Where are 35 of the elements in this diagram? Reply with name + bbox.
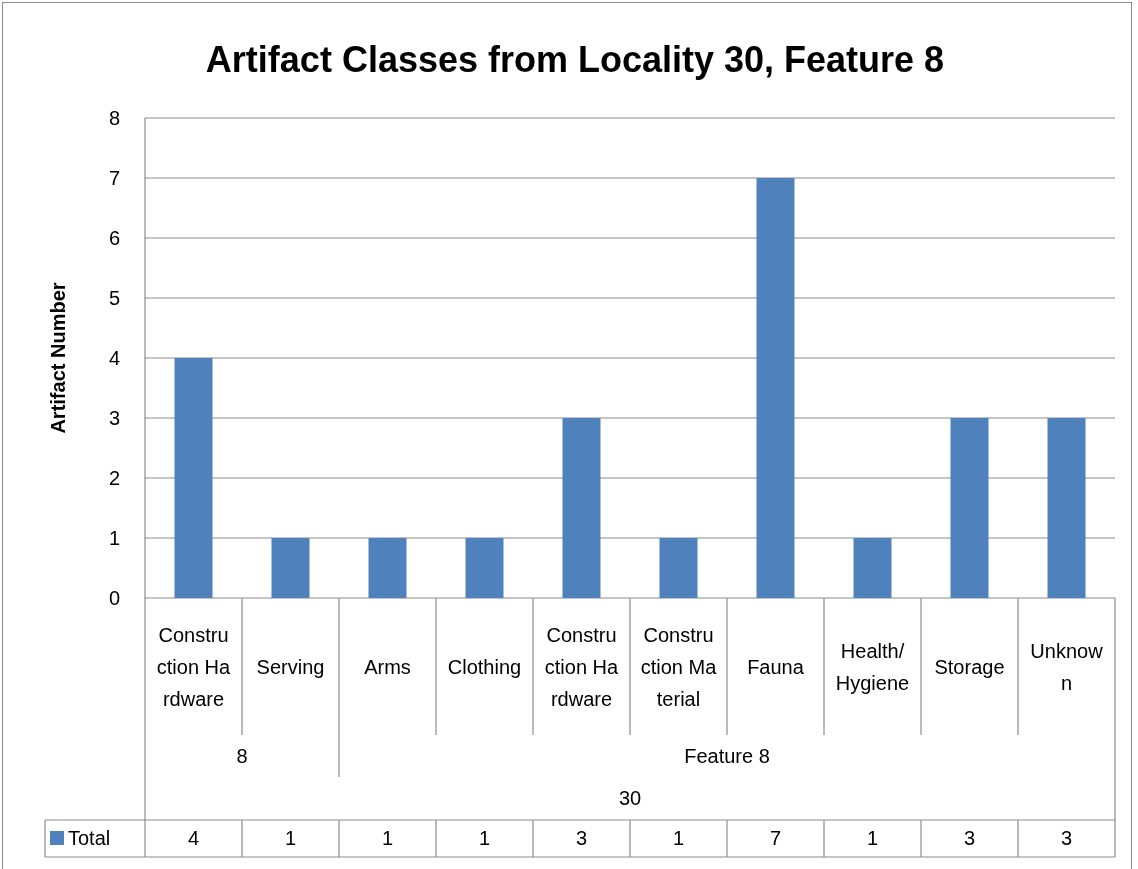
- table-value: 7: [769, 826, 782, 850]
- table-value: 1: [866, 826, 879, 850]
- chart-title: Artifact Classes from Locality 30, Feature 8: [204, 38, 946, 82]
- category-label: Health/ Hygiene: [834, 638, 911, 696]
- y-tick-label: 6: [107, 226, 120, 250]
- table-value: 1: [284, 826, 297, 850]
- table-value: 1: [381, 826, 394, 850]
- category-label: Unknown: [1029, 638, 1104, 696]
- category-label: Storage: [933, 654, 1006, 680]
- y-tick-label: 5: [107, 286, 120, 310]
- category-label: Construction Hardware: [155, 622, 232, 712]
- y-tick-label: 7: [107, 166, 120, 190]
- y-axis-title: Artifact Number: [46, 281, 70, 436]
- category-label: Construction Material: [639, 622, 718, 712]
- category-label: Construction Hardware: [543, 622, 620, 712]
- group-label: Feature 8: [684, 744, 770, 769]
- y-tick-label: 8: [107, 106, 120, 130]
- y-tick-label: 4: [107, 346, 120, 370]
- table-value: 3: [963, 826, 976, 850]
- table-value: 4: [187, 826, 200, 850]
- category-label: Clothing: [446, 654, 523, 680]
- table-value: 1: [672, 826, 685, 850]
- group-label: 30: [618, 786, 642, 811]
- table-value: 1: [478, 826, 491, 850]
- group-label: 8: [236, 744, 248, 769]
- category-label: Serving: [255, 654, 326, 680]
- y-tick-label: 3: [107, 406, 120, 430]
- legend-label: Total: [68, 826, 111, 850]
- category-label: Fauna: [746, 654, 805, 680]
- y-tick-label: 1: [107, 526, 120, 550]
- y-tick-label: 2: [107, 466, 120, 490]
- table-value: 3: [575, 826, 588, 850]
- category-label: Arms: [363, 654, 412, 680]
- table-value: 3: [1060, 826, 1073, 850]
- y-tick-label: 0: [107, 586, 120, 610]
